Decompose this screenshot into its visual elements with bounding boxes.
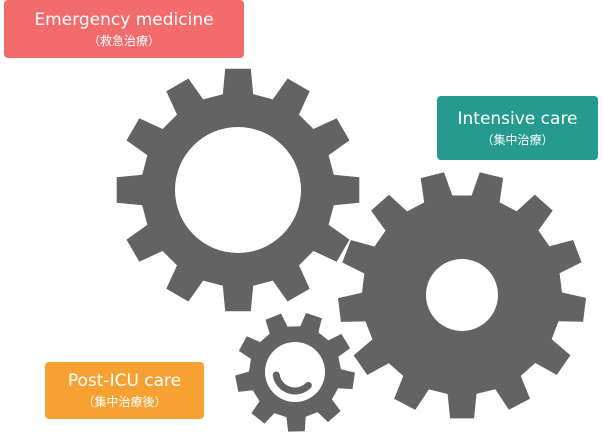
right-gear-icon (338, 172, 586, 419)
large-gear-icon (116, 68, 360, 312)
small-gear-crescent (272, 371, 312, 395)
small-gear-icon (235, 313, 355, 432)
intensive-care-subtitle: （集中治療） (481, 132, 554, 147)
post-icu-care-label: Post-ICU care （集中治療後） (45, 362, 204, 419)
emergency-medicine-subtitle: （救急治療） (87, 33, 160, 48)
intensive-care-title: Intensive care (457, 108, 578, 129)
intensive-care-label: Intensive care （集中治療） (437, 96, 598, 160)
emergency-medicine-label: Emergency medicine （救急治療） (4, 0, 244, 58)
emergency-medicine-title: Emergency medicine (34, 9, 214, 30)
post-icu-care-subtitle: （集中治療後） (82, 395, 167, 409)
post-icu-care-title: Post-ICU care (67, 371, 182, 391)
